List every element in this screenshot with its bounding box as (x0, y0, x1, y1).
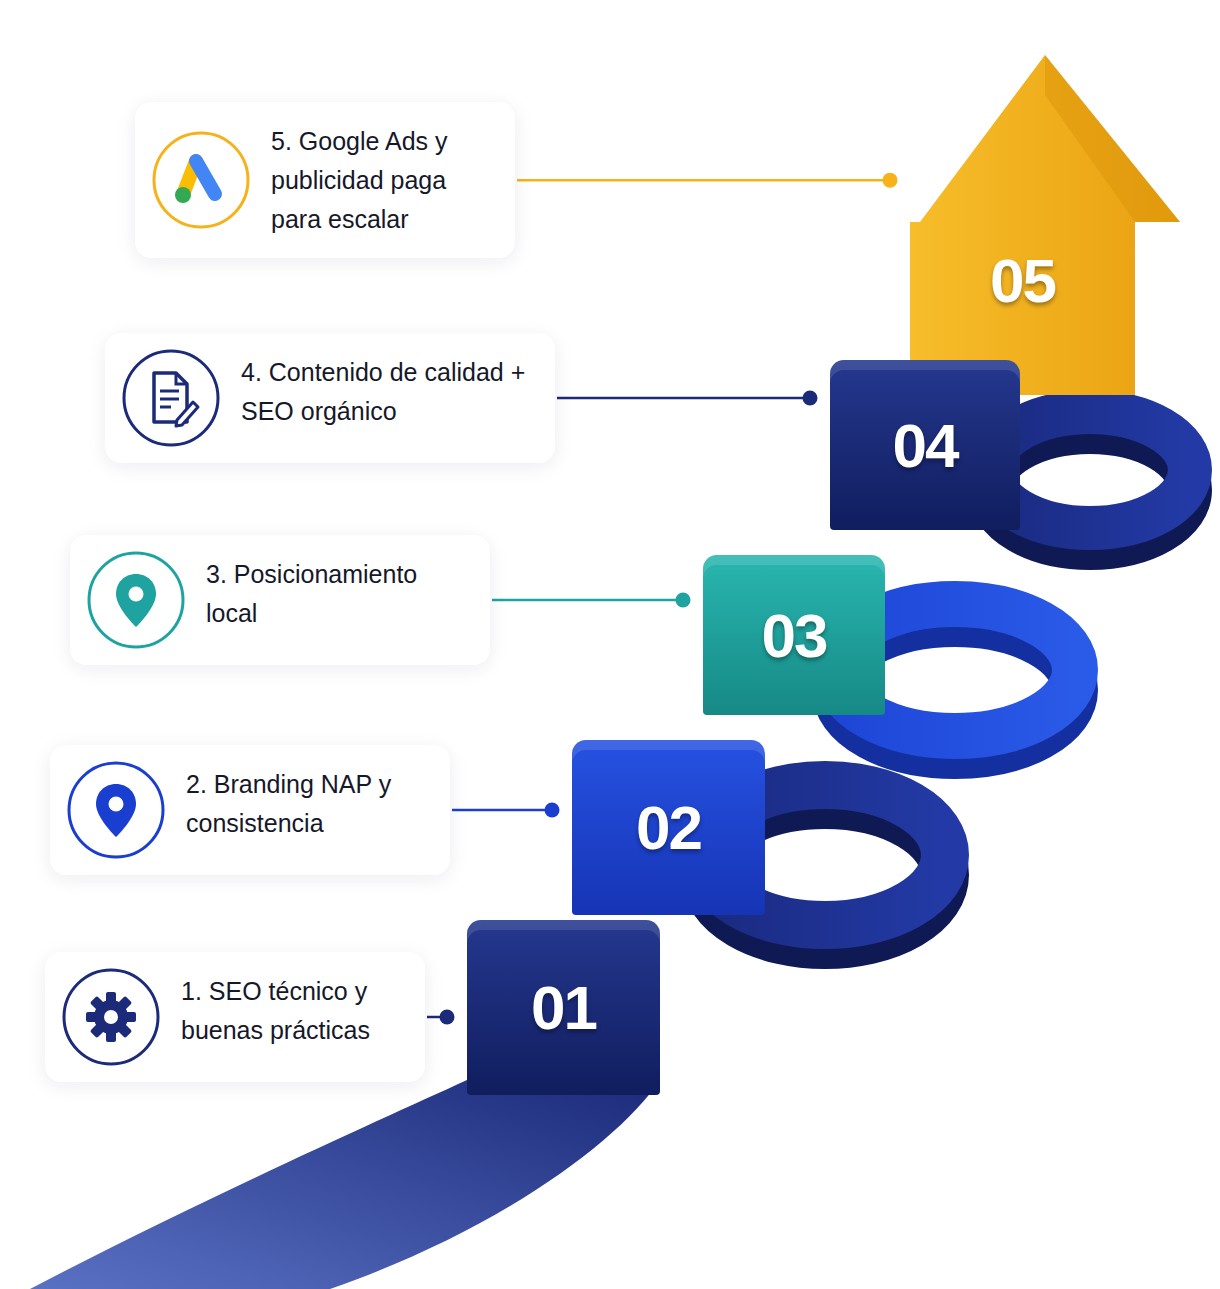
leader-line (492, 593, 691, 608)
step-icon (121, 348, 221, 448)
step-icon (86, 550, 186, 650)
step-card: 1. SEO técnico y buenas prácticas (45, 952, 425, 1082)
step-icon (66, 760, 166, 860)
stair-step: 02 (572, 740, 765, 915)
step-number: 01 (531, 972, 596, 1043)
step-number: 04 (893, 410, 958, 481)
leader-line (557, 391, 818, 406)
step-label: 1. SEO técnico y buenas prácticas (181, 972, 401, 1050)
step-label: 2. Branding NAP y consistencia (186, 765, 426, 843)
growth-arrow: 05 (910, 55, 1180, 400)
step-label: 3. Posicionamiento local (206, 555, 466, 633)
step-label: 5. Google Ads y publicidad paga para esc… (271, 122, 491, 238)
step-card: 5. Google Ads y publicidad paga para esc… (135, 102, 515, 258)
step-card: 2. Branding NAP y consistencia (50, 745, 450, 875)
arrow-shape (910, 55, 1180, 400)
loop-ribbon (990, 412, 1190, 528)
step-number: 05 (910, 245, 1135, 316)
step-icon (151, 130, 251, 230)
ground-ribbon (30, 1080, 660, 1289)
step-icon (61, 967, 161, 1067)
stair-step: 03 (703, 555, 885, 715)
step-label: 4. Contenido de calidad + SEO orgánico (241, 353, 531, 431)
step-card: 3. Posicionamiento local (70, 535, 490, 665)
step-card: 4. Contenido de calidad + SEO orgánico (105, 333, 555, 463)
stair-step: 01 (467, 920, 660, 1095)
step-number: 02 (636, 792, 701, 863)
leader-line (452, 803, 560, 818)
leader-line (517, 173, 898, 188)
step-number: 03 (762, 600, 827, 671)
leader-line (427, 1010, 455, 1025)
stair-step: 04 (830, 360, 1020, 530)
